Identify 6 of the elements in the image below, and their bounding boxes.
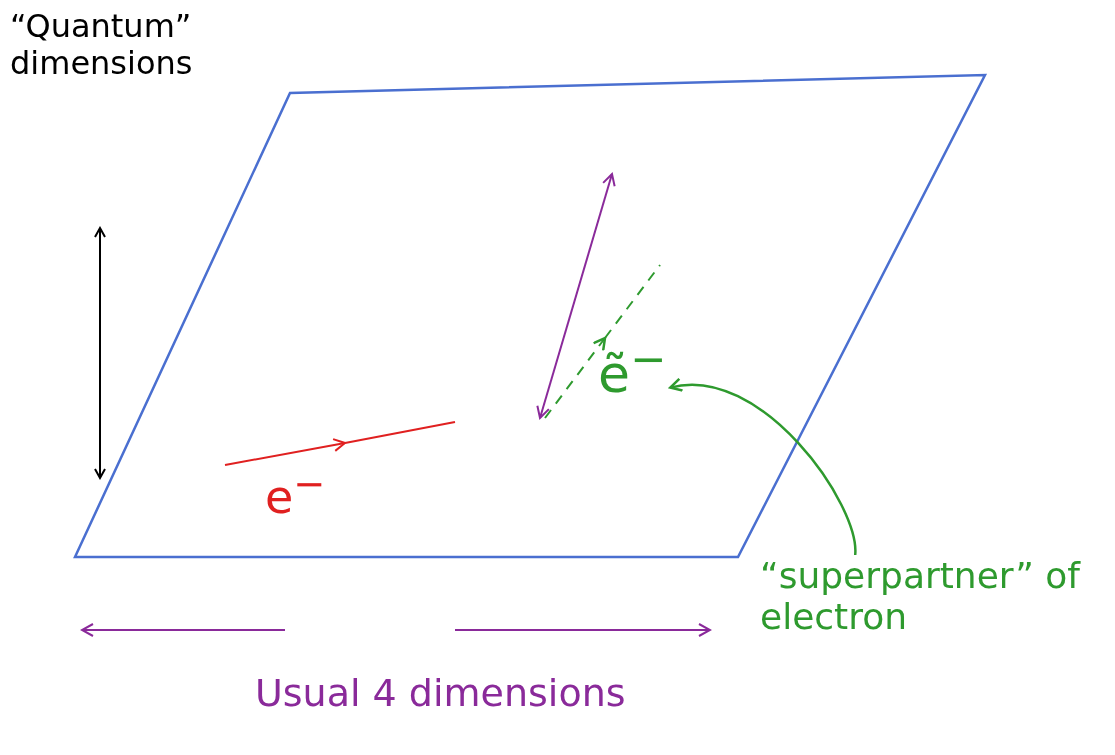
axis-label: Usual 4 dimensions [255,672,626,716]
annotation-text: “superpartner” of electron [760,555,1100,638]
particle-label: ẽ$^{−}$ [598,335,667,406]
axis-label: “Quantum” dimensions [10,8,194,82]
leader-arrow [669,379,857,556]
particle-label: e$^{−}$ [265,462,326,525]
